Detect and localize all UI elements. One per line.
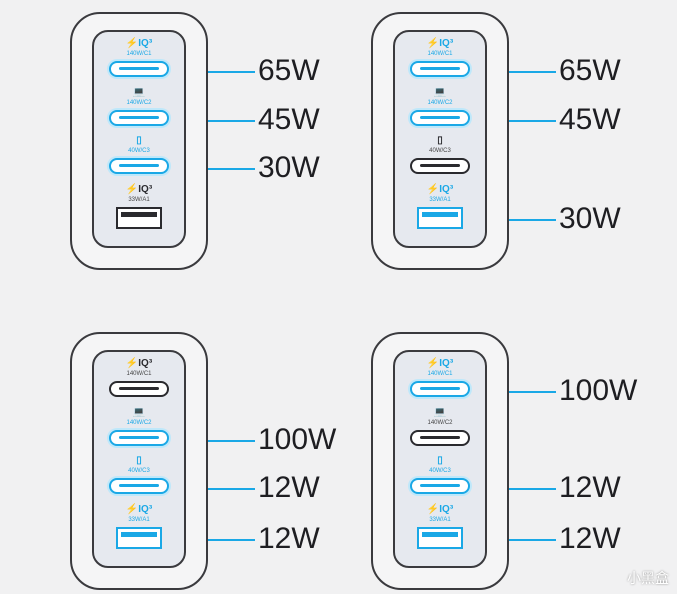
wattage-label: 12W: [258, 471, 320, 504]
usb-c-port-icon: [410, 110, 470, 126]
usb-a-port-icon: [116, 527, 162, 549]
port-icon: ⚡IQ³: [426, 184, 454, 195]
port-c2: 💻 140W/C2: [371, 87, 509, 126]
callout-line: [169, 488, 255, 490]
usb-a-port-icon: [116, 207, 162, 229]
callout-line: [464, 219, 556, 221]
charger-panel-3: ⚡IQ³ 140W/C1 💻 140W/C2 ▯ 40W/C3 ⚡IQ³ 33W/A1: [70, 332, 208, 590]
callout-line: [470, 488, 556, 490]
port-a1: ⚡IQ³ 33W/A1: [371, 184, 509, 229]
wattage-label: 100W: [258, 423, 337, 456]
wattage-label: 45W: [559, 103, 621, 136]
port-c2: 💻 140W/C2: [371, 407, 509, 446]
wattage-label: 30W: [258, 151, 320, 184]
port-label: 140W/C1: [427, 371, 453, 377]
port-c3: ▯ 40W/C3: [70, 135, 208, 174]
port-c1: ⚡IQ³ 140W/C1: [70, 358, 208, 397]
port-icon: ▯: [136, 455, 142, 466]
port-icon: ⚡IQ³: [125, 504, 153, 515]
port-label: 140W/C1: [126, 51, 152, 57]
wattage-label: 12W: [258, 522, 320, 555]
wattage-label: 65W: [559, 54, 621, 87]
port-label: 140W/C2: [126, 420, 152, 426]
charger-panel-4: ⚡IQ³ 140W/C1 💻 140W/C2 ▯ 40W/C3 ⚡IQ³ 33W/A1: [371, 332, 509, 590]
callout-line: [163, 539, 255, 541]
callout-line: [470, 391, 556, 393]
port-label: 33W/A1: [128, 517, 150, 523]
port-label: 140W/C2: [126, 100, 152, 106]
usb-c-port-icon: [109, 430, 169, 446]
wattage-label: 100W: [559, 374, 638, 407]
usb-c-port-icon: [109, 381, 169, 397]
port-label: 33W/A1: [128, 197, 150, 203]
port-label: 40W/C3: [128, 468, 150, 474]
callout-line: [470, 71, 556, 73]
usb-a-port-icon: [417, 527, 463, 549]
usb-c-port-icon: [109, 110, 169, 126]
port-c3: ▯ 40W/C3: [371, 455, 509, 494]
usb-c-port-icon: [410, 478, 470, 494]
port-a1: ⚡IQ³ 33W/A1: [70, 504, 208, 549]
wattage-label: 30W: [559, 202, 621, 235]
port-c3: ▯ 40W/C3: [70, 455, 208, 494]
wattage-label: 12W: [559, 471, 621, 504]
port-icon: 💻: [132, 87, 146, 98]
wattage-label: 12W: [559, 522, 621, 555]
port-c1: ⚡IQ³ 140W/C1: [371, 358, 509, 397]
usb-c-port-icon: [109, 61, 169, 77]
port-icon: ⚡IQ³: [426, 358, 454, 369]
usb-c-port-icon: [109, 478, 169, 494]
usb-c-port-icon: [410, 381, 470, 397]
port-a1: ⚡IQ³ 33W/A1: [70, 184, 208, 229]
port-a1: ⚡IQ³ 33W/A1: [371, 504, 509, 549]
callout-line: [464, 539, 556, 541]
usb-a-port-icon: [417, 207, 463, 229]
port-icon: ▯: [136, 135, 142, 146]
callout-line: [169, 71, 255, 73]
port-icon: ▯: [437, 135, 443, 146]
port-label: 33W/A1: [429, 197, 451, 203]
callout-line: [169, 120, 255, 122]
port-label: 40W/C3: [429, 148, 451, 154]
port-c1: ⚡IQ³ 140W/C1: [70, 38, 208, 77]
port-label: 140W/C1: [126, 371, 152, 377]
port-icon: ⚡IQ³: [125, 184, 153, 195]
charger-panel-1: ⚡IQ³ 140W/C1 💻 140W/C2 ▯ 40W/C3 ⚡IQ³ 33W/A1: [70, 12, 208, 270]
port-label: 140W/C2: [427, 420, 453, 426]
port-icon: ⚡IQ³: [426, 38, 454, 49]
port-label: 40W/C3: [128, 148, 150, 154]
port-icon: ⚡IQ³: [125, 38, 153, 49]
port-icon: 💻: [433, 87, 447, 98]
usb-c-port-icon: [410, 158, 470, 174]
charger-panel-2: ⚡IQ³ 140W/C1 💻 140W/C2 ▯ 40W/C3 ⚡IQ³ 33W/A1: [371, 12, 509, 270]
port-label: 140W/C1: [427, 51, 453, 57]
port-label: 40W/C3: [429, 468, 451, 474]
port-c2: 💻 140W/C2: [70, 87, 208, 126]
port-c1: ⚡IQ³ 140W/C1: [371, 38, 509, 77]
port-icon: 💻: [433, 407, 447, 418]
usb-c-port-icon: [410, 430, 470, 446]
usb-c-port-icon: [109, 158, 169, 174]
watermark-logo: 小黑盒: [627, 570, 669, 586]
port-icon: ▯: [437, 455, 443, 466]
port-icon: ⚡IQ³: [426, 504, 454, 515]
wattage-label: 65W: [258, 54, 320, 87]
callout-line: [169, 440, 255, 442]
callout-line: [169, 168, 255, 170]
port-c3: ▯ 40W/C3: [371, 135, 509, 174]
port-label: 140W/C2: [427, 100, 453, 106]
callout-line: [470, 120, 556, 122]
usb-c-port-icon: [410, 61, 470, 77]
port-icon: 💻: [132, 407, 146, 418]
port-icon: ⚡IQ³: [125, 358, 153, 369]
port-c2: 💻 140W/C2: [70, 407, 208, 446]
port-label: 33W/A1: [429, 517, 451, 523]
wattage-label: 45W: [258, 103, 320, 136]
